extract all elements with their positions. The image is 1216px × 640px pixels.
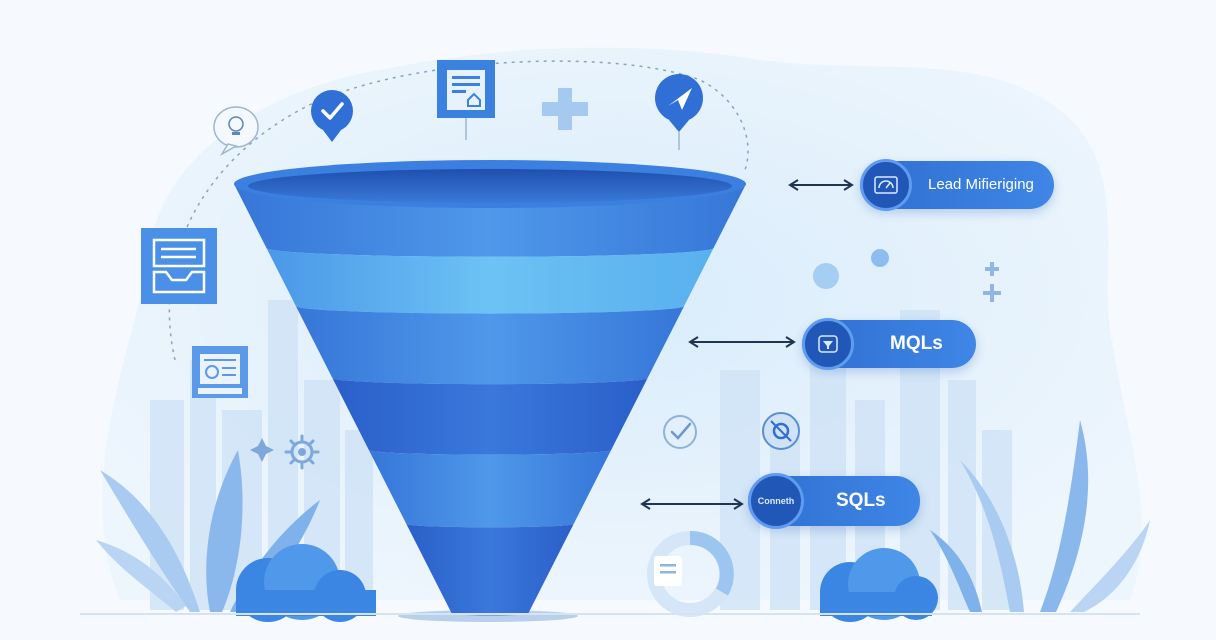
stage-label: Lead Mifieriging	[928, 176, 1034, 193]
stage-pill-lead: Lead Mifieriging	[860, 159, 1054, 211]
stage-label: MQLs	[890, 333, 943, 354]
send-badge-icon	[655, 74, 703, 150]
funnel-band-5	[368, 450, 612, 528]
stage-pill-sql: Conneth SQLs	[748, 473, 920, 529]
funnel	[234, 160, 746, 616]
double-arrow	[688, 336, 796, 348]
plus-icon	[542, 88, 588, 130]
double-arrow	[640, 498, 744, 510]
funnel-band-3	[295, 306, 685, 385]
check-circle-icon	[663, 415, 697, 449]
document-home-icon	[437, 60, 495, 140]
funnel-band-2	[266, 248, 714, 314]
funnel-icon	[818, 335, 838, 353]
double-arrow	[788, 179, 854, 191]
sparkle-icon	[250, 438, 274, 462]
funnel-opening	[248, 169, 732, 203]
stage-pill-mql: MQLs	[802, 318, 976, 370]
funnel-band-6	[406, 524, 574, 616]
stage-pill-icon-text: Conneth	[757, 496, 795, 506]
dashboard-icon	[874, 176, 898, 194]
donut-chart-icon	[647, 531, 734, 617]
leaves-right	[930, 420, 1150, 612]
funnel-band-4	[332, 378, 648, 455]
settings-circle-icon	[762, 412, 800, 450]
stage-pill-icon	[802, 318, 854, 370]
stage-label: SQLs	[836, 490, 886, 511]
plus-icon	[983, 262, 1001, 302]
gear-icon	[284, 434, 320, 470]
stage-pill-icon	[860, 159, 912, 211]
dots	[813, 249, 889, 289]
check-badge-icon	[311, 90, 353, 142]
bushes-right	[820, 548, 938, 622]
stage-pill-icon: Conneth	[748, 473, 804, 529]
lightbulb-chat-icon	[213, 106, 259, 157]
dotted-arc	[168, 60, 749, 361]
inbox-document-icon	[141, 228, 217, 304]
bushes-left	[236, 544, 376, 622]
report-screen-icon	[192, 346, 248, 398]
